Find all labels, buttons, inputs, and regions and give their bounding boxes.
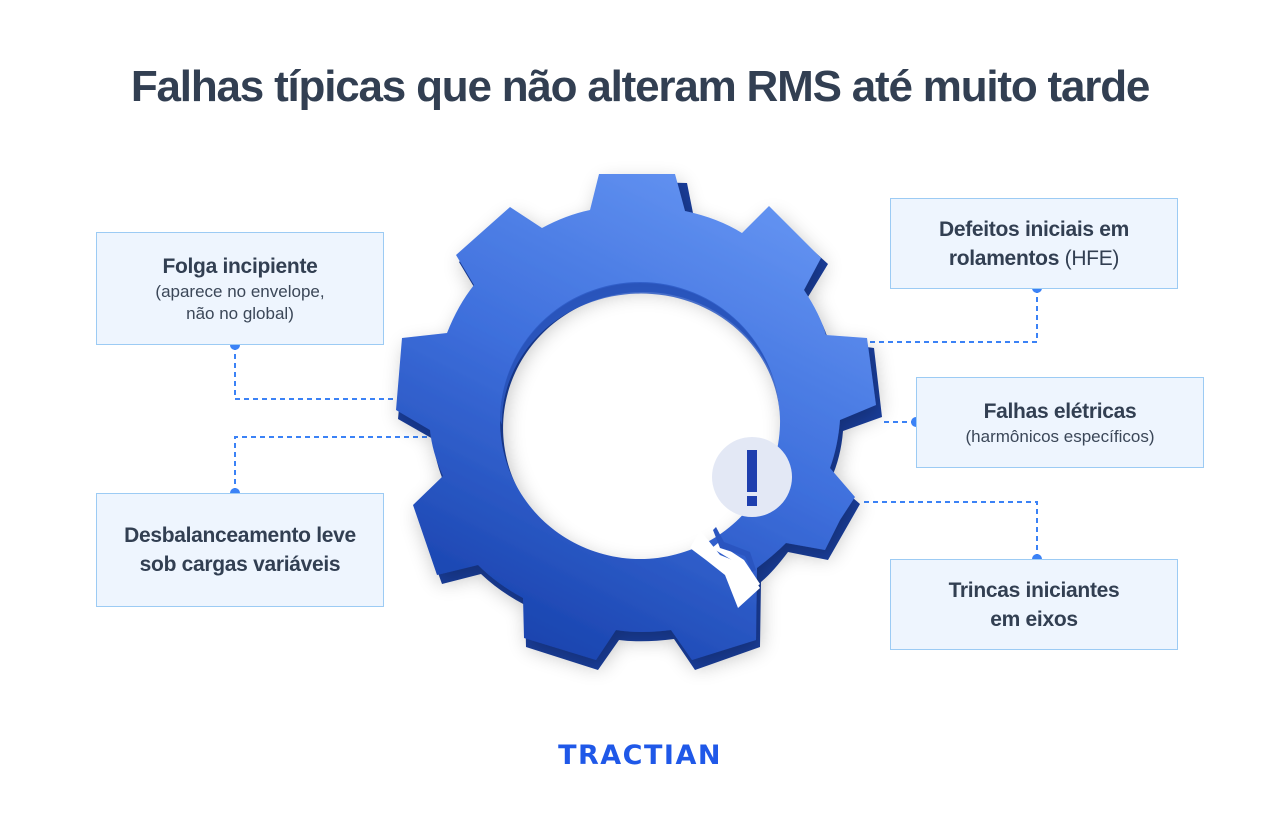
failure-card-trincas-eixos: Trincas iniciantes em eixos — [890, 559, 1178, 650]
tractian-logo: TRACTIAN — [558, 740, 722, 771]
failure-card-abbrev: (HFE) — [1064, 246, 1120, 270]
failure-card-defeitos-rolamentos: Defeitos iniciais em rolamentos (HFE) — [890, 198, 1178, 289]
page-title: Falhas típicas que não alteram RMS até m… — [130, 62, 1150, 111]
failure-card-folga: Folga incipiente (aparece no envelope, n… — [96, 232, 384, 345]
failure-card-falhas-eletricas: Falhas elétricas (harmônicos específicos… — [916, 377, 1204, 468]
failure-card-title: Desbalanceamento leve sob cargas variáve… — [124, 524, 356, 576]
failure-card-title: Falhas elétricas — [983, 399, 1137, 423]
alert-badge — [712, 437, 792, 517]
failure-card-title-text: Defeitos iniciais em rolamentos — [938, 217, 1130, 270]
failure-card-subtitle: (aparece no envelope, não no global) — [155, 281, 325, 323]
failure-card-subtitle: (harmônicos específicos) — [965, 426, 1155, 446]
failure-card-title: Defeitos iniciais em rolamentos (HFE) — [891, 215, 1177, 273]
failure-card-title: Trincas iniciantes em eixos — [948, 578, 1120, 631]
failure-card-title: Folga incipiente — [162, 254, 318, 278]
failure-card-desbalanceamento: Desbalanceamento leve sob cargas variáve… — [96, 493, 384, 607]
